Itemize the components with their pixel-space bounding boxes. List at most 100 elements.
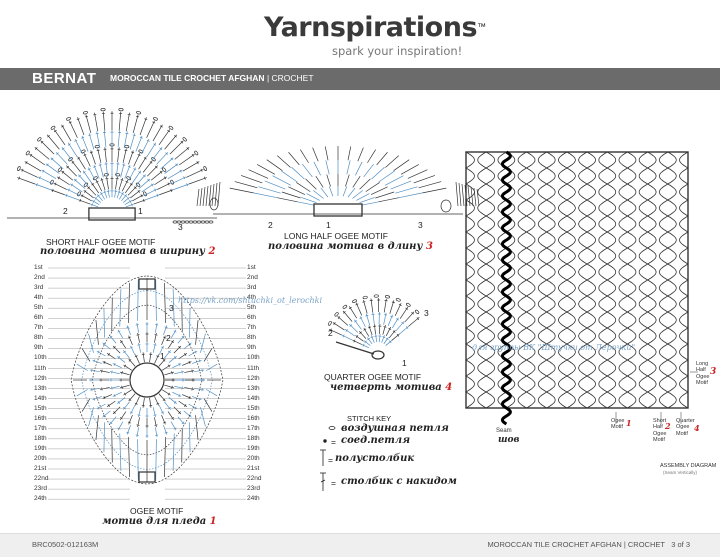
chain-loop xyxy=(205,221,209,223)
stitch-ray xyxy=(375,192,394,198)
stitch-ray xyxy=(321,188,328,197)
stitch-ray xyxy=(117,356,125,362)
stitch-ray xyxy=(29,154,44,165)
ogee-motif-chart xyxy=(71,276,223,484)
row-label-left: 7th xyxy=(34,324,54,331)
ogee-marker-1: 1 xyxy=(160,351,165,361)
stitch-ray xyxy=(203,187,205,206)
stitch-ray xyxy=(352,190,362,198)
stitch-ray xyxy=(281,171,297,182)
stitch-ray xyxy=(401,164,419,174)
row-label-right: 15th xyxy=(247,405,267,412)
chain-loop xyxy=(173,221,177,223)
stitch-ray xyxy=(327,175,331,187)
long-half-ru-text: половина мотива в длину xyxy=(268,241,422,252)
ogee-column-line xyxy=(639,152,656,408)
stitch-ray xyxy=(414,175,435,183)
quarter-assembly-num: 4 xyxy=(694,423,700,433)
stitch-ray xyxy=(408,170,428,179)
stitch-ray xyxy=(165,327,168,328)
stitch-ray xyxy=(112,371,113,374)
stitch-ray xyxy=(133,135,136,136)
stitch-ray xyxy=(169,397,177,403)
stitch-ray xyxy=(230,188,254,193)
chain-loop xyxy=(189,221,193,223)
stitch-ray xyxy=(423,188,447,193)
row-label-left: 22nd xyxy=(34,475,54,482)
ogee-column-line xyxy=(579,152,596,408)
row-label-right: 10th xyxy=(247,354,267,361)
ogee-column-line xyxy=(599,152,616,408)
chain-loop xyxy=(115,173,120,176)
stitch-ray xyxy=(382,335,385,342)
long-half-title: LONG HALF OGEE MOTIF xyxy=(284,231,388,241)
stitch-ray xyxy=(355,162,362,175)
group-watermark: для группы ВК "Штучки от Лерочки" xyxy=(472,343,635,352)
stitch-ray xyxy=(122,371,123,374)
stitch-ray xyxy=(258,187,280,194)
stitch-ray xyxy=(25,162,41,171)
stitch-ray xyxy=(41,141,54,154)
row-label-right: 16th xyxy=(247,415,267,422)
assembly-border xyxy=(466,152,688,408)
stitch-ray xyxy=(35,147,49,159)
stitch-ray xyxy=(104,190,107,198)
key-slip-label: соед.петля xyxy=(341,435,410,446)
ogee-number: 1 xyxy=(210,516,217,527)
quarter-title: QUARTER OGEE MOTIF xyxy=(324,372,421,382)
stitch-ray xyxy=(385,176,403,186)
stitch-ray xyxy=(326,160,329,174)
stitch-ray xyxy=(161,158,174,169)
row-label-left: 18th xyxy=(34,435,54,442)
stitch-ray xyxy=(136,136,142,152)
ogee-column-line xyxy=(680,152,689,408)
stitch-ray xyxy=(206,186,208,206)
chain-loop xyxy=(396,298,401,302)
stitch-ray xyxy=(365,315,368,316)
row-label-left: 21st xyxy=(34,465,54,472)
stitch-ray xyxy=(157,194,158,197)
stitch-ray xyxy=(171,330,176,339)
row-label-left: 19th xyxy=(34,445,54,452)
quarter-number: 4 xyxy=(445,382,452,393)
stitch-ray xyxy=(113,346,120,353)
chain-loop xyxy=(415,309,420,314)
long-half-label-word: Half xyxy=(696,367,706,373)
stitch-ray xyxy=(197,189,199,206)
stitch-ray xyxy=(78,117,84,135)
footer-title: MOROCCAN TILE CROCHET AFGHAN | CROCHET xyxy=(487,540,665,549)
stitch-ray xyxy=(179,154,194,165)
row-label-right: 24th xyxy=(247,495,267,502)
pattern-code: BRC0502-012163M xyxy=(32,540,98,549)
stitch-ray xyxy=(102,370,103,373)
short-marker-3: 3 xyxy=(178,222,183,232)
stitch-ray xyxy=(178,336,184,344)
stitch-ray xyxy=(348,146,351,160)
ogee-column-line xyxy=(466,152,475,408)
stitch-ray xyxy=(137,425,140,426)
stitch-ray xyxy=(456,182,458,206)
stitch-ray xyxy=(196,320,199,345)
stitch-ray xyxy=(128,437,129,477)
chain-loop xyxy=(101,108,106,111)
stitch-ray xyxy=(126,432,129,433)
stitch-ray xyxy=(129,359,136,367)
stitch-ray xyxy=(392,334,400,340)
stitch-ray xyxy=(173,184,189,190)
chain-loop xyxy=(83,111,88,114)
short-marker-2: 2 xyxy=(63,206,68,216)
stitch-ray xyxy=(171,177,186,184)
stitch-ray xyxy=(131,203,132,206)
stitch-ray xyxy=(117,397,125,403)
stitch-ray xyxy=(277,198,297,202)
stitch-ray xyxy=(325,146,328,160)
stitch-ray xyxy=(96,415,99,440)
long-marker-3: 3 xyxy=(418,220,423,230)
row-label-left: 20th xyxy=(34,455,54,462)
stitch-ray xyxy=(155,425,158,426)
stitch-ray xyxy=(117,190,120,198)
stitch-ray xyxy=(184,411,192,417)
stitch-ray xyxy=(147,121,155,138)
stitch-ray xyxy=(110,417,116,425)
row-label-right: 1st xyxy=(247,264,267,271)
